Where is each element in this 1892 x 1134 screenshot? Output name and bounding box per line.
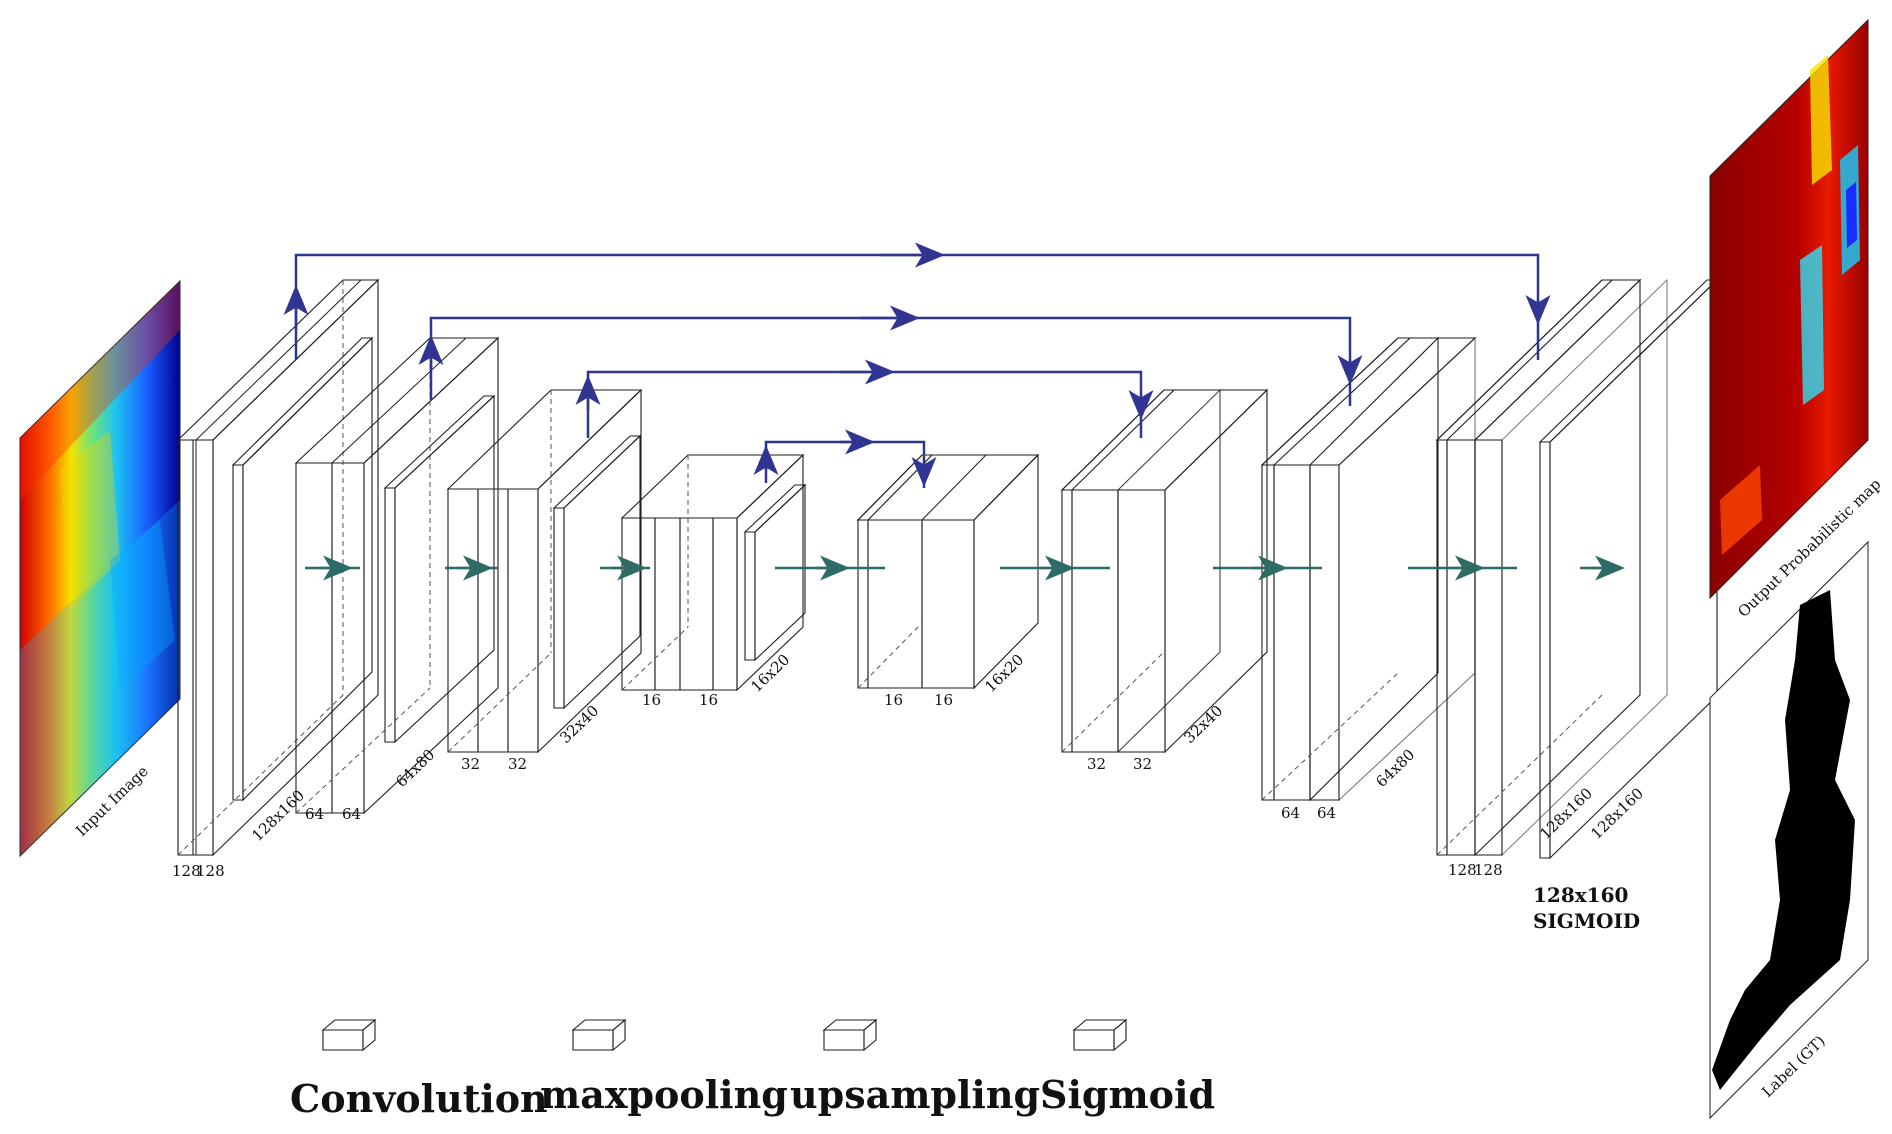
- legend: Convolution maxpooling upsampling Sigmoi…: [290, 1018, 1215, 1121]
- legend-label-maxpooling: maxpooling: [540, 1072, 788, 1117]
- input-image: [19, 279, 181, 858]
- decoder-3-size: 64x80: [1372, 746, 1418, 791]
- skip-connection-2: [418, 305, 1363, 406]
- decoder-block-1: [856, 453, 1040, 690]
- decoder-2-channels-b: 32: [1133, 755, 1152, 773]
- encoder-1-channels-b: 128: [196, 862, 225, 880]
- encoder-block-4: [620, 453, 807, 692]
- sigmoid-box-icon: [1072, 1018, 1128, 1052]
- sigmoid-caption-size: 128x160: [1533, 883, 1628, 907]
- sigmoid-caption-name: SIGMOID: [1533, 909, 1640, 933]
- decoder-4-channels-a: 128: [1448, 861, 1477, 879]
- maxpool-box-icon: [571, 1018, 627, 1052]
- encoder-block-1: [176, 278, 380, 857]
- skip-connection-3: [575, 359, 1154, 438]
- encoder-4-channels-b: 16: [699, 691, 718, 709]
- decoder-2-size: 32x40: [1180, 702, 1226, 747]
- encoder-4-channels-a: 16: [642, 691, 661, 709]
- decoder-2-channels-a: 32: [1087, 755, 1106, 773]
- conv-box-icon: [321, 1018, 377, 1052]
- upsample-box-icon: [822, 1018, 878, 1052]
- skip-connection-4: [753, 429, 937, 488]
- decoder-block-2: [1060, 388, 1269, 754]
- decoder-1-channels-a: 16: [884, 691, 903, 709]
- encoder-2-channels-b: 64: [342, 805, 361, 823]
- decoder-1-channels-b: 16: [934, 691, 953, 709]
- skip-connection-1: [283, 242, 1551, 360]
- output-probability-map: [1709, 18, 1869, 600]
- legend-label-sigmoid: Sigmoid: [1040, 1072, 1215, 1117]
- decoder-3-channels-b: 64: [1317, 804, 1336, 822]
- legend-label-upsampling: upsampling: [790, 1072, 1040, 1117]
- encoder-2-channels-a: 64: [305, 805, 324, 823]
- encoder-block-2: [294, 336, 500, 815]
- encoder-1-channels-a: 128: [172, 862, 201, 880]
- legend-label-convolution: Convolution: [290, 1076, 548, 1121]
- encoder-block-3: [446, 388, 643, 754]
- decoder-3-channels-a: 64: [1281, 804, 1300, 822]
- decoder-4-channels-b: 128: [1474, 861, 1503, 879]
- sigmoid-block: [1538, 278, 1719, 860]
- ground-truth-label-image: [1709, 540, 1869, 1120]
- encoder-3-channels-b: 32: [508, 755, 527, 773]
- decoder-block-4: [1435, 278, 1668, 857]
- encoder-2-size: 64x80: [392, 746, 438, 791]
- encoder-3-channels-a: 32: [461, 755, 480, 773]
- encoder-1-size: 128x160: [248, 786, 308, 845]
